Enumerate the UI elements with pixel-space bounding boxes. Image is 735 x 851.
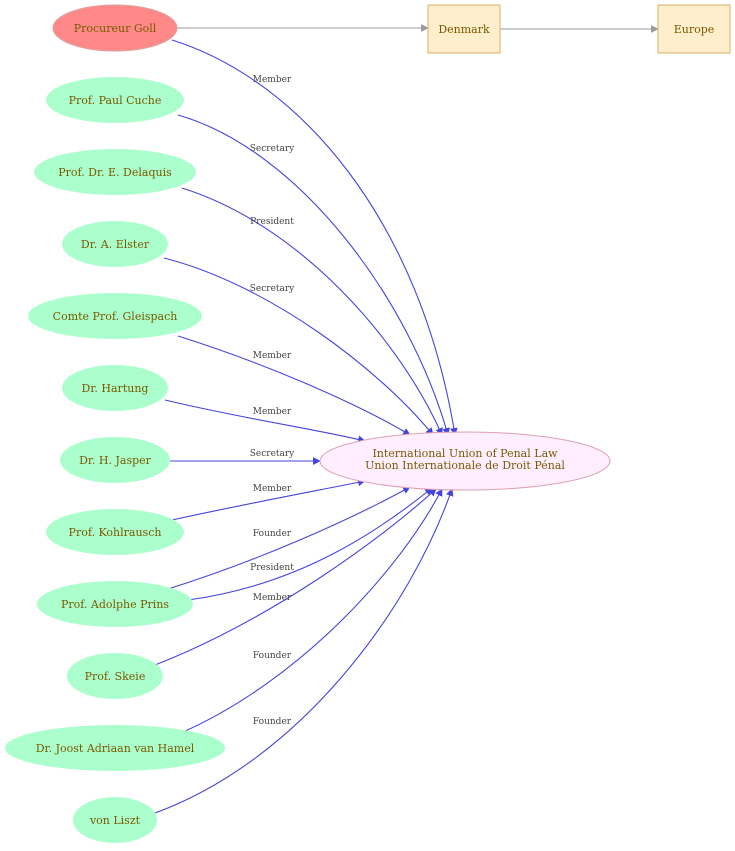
edges-layer — [154, 24, 659, 814]
edge-label-jasper: Secretary — [250, 449, 295, 459]
edge-label-liszt: Founder — [253, 717, 292, 727]
edge-liszt-founder — [154, 488, 454, 814]
edge-elster-secretary — [163, 257, 434, 436]
place-node-europe[interactable]: Europe — [657, 4, 731, 54]
edge-labels-layer: MemberSecretaryPresidentSecretaryMemberM… — [250, 75, 295, 727]
person-label: Prof. Skeie — [85, 670, 146, 683]
person-node-prins[interactable]: Prof. Adolphe Prins — [37, 581, 193, 627]
edge-hartung-member — [164, 399, 366, 444]
edge-skeie-member — [154, 488, 437, 666]
edge-label-prins: Founder — [253, 529, 292, 539]
person-label: Dr. H. Jasper — [79, 454, 152, 467]
person-label: von Liszt — [89, 814, 141, 827]
edge-label-prins-2: President — [250, 563, 294, 573]
person-ellipse — [34, 149, 196, 195]
person-node-hartung[interactable]: Dr. Hartung — [62, 365, 168, 411]
person-node-elster[interactable]: Dr. A. Elster — [62, 221, 168, 267]
edge-label-cuche: Secretary — [250, 144, 295, 154]
person-node-skeie[interactable]: Prof. Skeie — [67, 653, 163, 699]
edge-label-goll: Member — [253, 75, 292, 85]
person-label: Dr. Hartung — [82, 382, 149, 395]
edge-label-skeie: Member — [253, 593, 292, 603]
organization-ellipse — [319, 431, 611, 491]
person-label: Prof. Dr. E. Delaquis — [58, 166, 172, 179]
edge-label-hartung: Member — [253, 407, 292, 417]
person-ellipse — [37, 581, 193, 627]
person-label: Dr. Joost Adriaan van Hamel — [36, 742, 195, 755]
person-label: Procureur Goll — [74, 22, 157, 35]
place-box — [427, 4, 501, 54]
person-ellipse — [46, 509, 184, 555]
edge-vanhamel-founder — [182, 488, 443, 733]
organization-label-line-2: Union Internationale de Droit Pénal — [365, 459, 565, 472]
person-label: Prof. Paul Cuche — [69, 94, 162, 107]
place-label: Denmark — [438, 23, 490, 36]
person-ellipse — [62, 365, 168, 411]
person-label: Prof. Adolphe Prins — [61, 598, 169, 611]
person-node-jasper[interactable]: Dr. H. Jasper — [60, 437, 170, 483]
edge-gleispach-member — [177, 335, 411, 436]
person-label: Dr. A. Elster — [81, 238, 150, 251]
person-node-gleispach[interactable]: Comte Prof. Gleispach — [28, 293, 202, 339]
person-ellipse — [5, 725, 225, 771]
person-ellipse — [52, 4, 178, 52]
person-ellipse — [67, 653, 163, 699]
person-ellipse — [60, 437, 170, 483]
edge-delaquis-president — [181, 187, 443, 436]
edge-label-vanhamel: Founder — [253, 651, 292, 661]
place-label: Europe — [674, 23, 715, 36]
person-label: Comte Prof. Gleispach — [53, 310, 178, 323]
edge-kohlrausch-member — [171, 478, 366, 521]
person-ellipse — [62, 221, 168, 267]
organization-label-line-1: International Union of Penal Law — [372, 447, 558, 460]
edge-prins-president — [187, 487, 433, 601]
person-node-goll[interactable]: Procureur Goll — [52, 4, 178, 52]
person-node-kohlrausch[interactable]: Prof. Kohlrausch — [46, 509, 184, 555]
place-box — [657, 4, 731, 54]
edge-cuche-secretary — [177, 114, 450, 436]
person-node-delaquis[interactable]: Prof. Dr. E. Delaquis — [34, 149, 196, 195]
person-node-vanhamel[interactable]: Dr. Joost Adriaan van Hamel — [5, 725, 225, 771]
person-node-liszt[interactable]: von Liszt — [73, 797, 157, 843]
person-ellipse — [73, 797, 157, 843]
person-ellipse — [28, 293, 202, 339]
edge-label-kohlrausch: Member — [253, 484, 292, 494]
person-ellipse — [46, 77, 184, 123]
place-node-denmark[interactable]: Denmark — [427, 4, 501, 54]
edge-label-delaquis: President — [250, 217, 294, 227]
person-node-cuche[interactable]: Prof. Paul Cuche — [46, 77, 184, 123]
edge-prins-founder — [167, 486, 411, 590]
edge-label-gleispach: Member — [253, 351, 292, 361]
person-label: Prof. Kohlrausch — [69, 526, 162, 539]
edge-label-elster: Secretary — [250, 284, 295, 294]
edge-goll-member — [171, 39, 458, 436]
